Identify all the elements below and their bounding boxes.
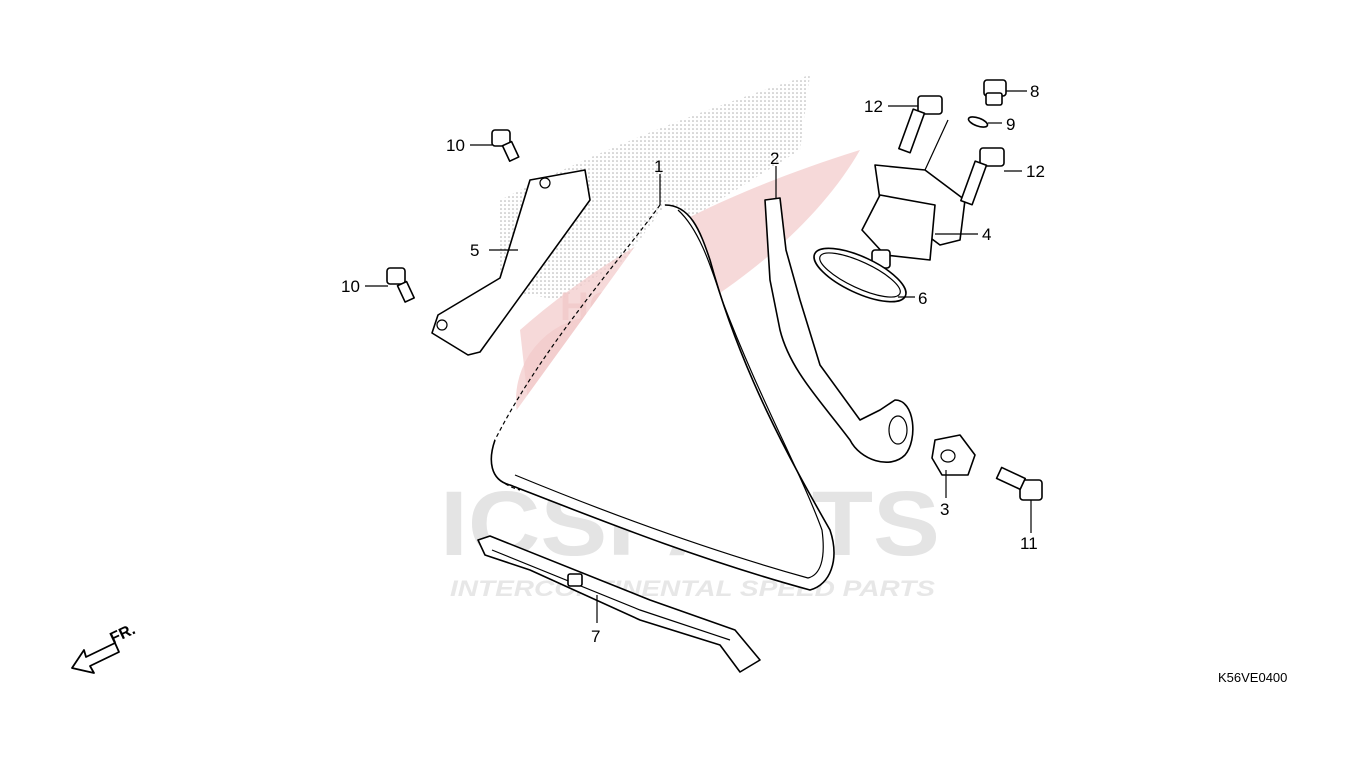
part-12-bolt-right[interactable] [960, 147, 1005, 206]
callout-5[interactable]: 5 [470, 241, 479, 260]
diagram-code: K56VE0400 [1218, 670, 1288, 685]
callout-6[interactable]: 6 [918, 289, 927, 308]
part-3-pivot-collar[interactable] [931, 434, 976, 476]
part-8-sealing-bolt[interactable] [983, 79, 1007, 106]
leader-lines [365, 90, 1032, 623]
part-11-pivot-bolt[interactable] [995, 466, 1043, 501]
part-10-bolt-upper[interactable] [491, 129, 520, 162]
callout-12-right[interactable]: 12 [1026, 162, 1045, 181]
watermark-tagline: INTERCONTINENTAL SPEED PARTS [450, 576, 935, 601]
callout-7[interactable]: 7 [591, 627, 600, 646]
front-direction-arrow-icon [71, 642, 120, 674]
part-9-o-ring[interactable] [967, 115, 989, 129]
direction-label: FR. [108, 621, 139, 647]
part-4-tensioner-lifter[interactable] [861, 164, 966, 269]
part-10-bolt-lower[interactable] [386, 267, 415, 303]
callout-11[interactable]: 11 [1020, 534, 1038, 553]
part-7-cam-chain-guide[interactable] [477, 535, 761, 673]
callout-9[interactable]: 9 [1006, 115, 1015, 134]
part-2-tensioner-arm[interactable] [764, 197, 914, 464]
part-6-gasket[interactable] [807, 238, 913, 313]
callout-8[interactable]: 8 [1030, 82, 1039, 101]
callout-10-lower[interactable]: 10 [341, 277, 360, 296]
part-12-bolt-left[interactable] [898, 95, 943, 154]
callout-12-left[interactable]: 12 [864, 97, 883, 116]
part-5-chain-guide-plate[interactable] [431, 169, 591, 356]
callouts: 1 2 3 4 5 6 7 8 9 10 10 11 12 12 [341, 82, 1045, 646]
watermark-wing-dots [500, 75, 810, 300]
callout-10-upper[interactable]: 10 [446, 136, 465, 155]
callout-3[interactable]: 3 [940, 500, 949, 519]
part-1-cam-chain[interactable] [490, 204, 835, 591]
callout-2[interactable]: 2 [770, 149, 779, 168]
callout-4[interactable]: 4 [982, 225, 991, 244]
callout-1[interactable]: 1 [654, 157, 663, 176]
